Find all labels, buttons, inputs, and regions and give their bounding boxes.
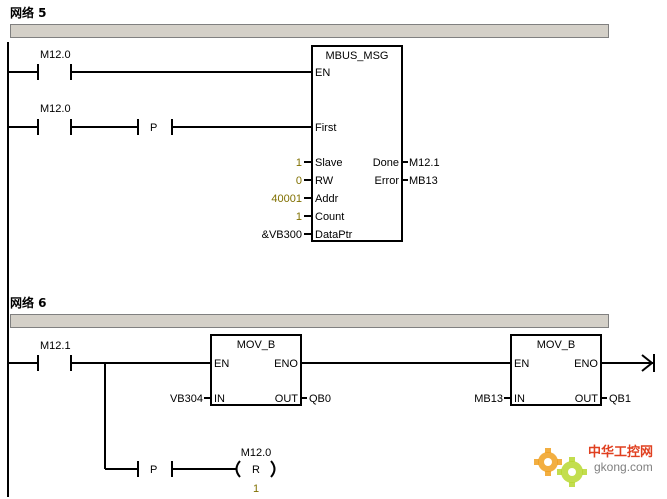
edge-label: P: [150, 122, 157, 134]
network-6-title: 网络 6: [10, 296, 47, 310]
pin-error: Error: [375, 175, 400, 187]
pin-out: OUT: [575, 393, 599, 405]
pin-addr: Addr: [315, 193, 339, 205]
network-6-comment-bar[interactable]: [10, 314, 609, 328]
slave-value[interactable]: 1: [296, 157, 302, 169]
contact-label: M12.0: [40, 49, 71, 61]
network-5-title: 网络 5: [10, 6, 47, 20]
pin-rw: RW: [315, 175, 334, 187]
gear-icon: [534, 448, 562, 476]
network-5-comment-bar[interactable]: [10, 24, 609, 38]
done-output[interactable]: M12.1: [409, 157, 440, 169]
pin-in: IN: [214, 393, 225, 405]
pin-dataptr: DataPtr: [315, 229, 353, 241]
rw-value[interactable]: 0: [296, 175, 302, 187]
mov-b-block-1[interactable]: MOV_B EN ENO IN OUT: [210, 334, 302, 406]
mbus-inputs: 1 0 40001 1 &VB300: [262, 157, 312, 241]
edge-label: P: [150, 464, 157, 476]
mbus-msg-block[interactable]: MBUS_MSG EN First Slave RW Addr Count Da…: [311, 45, 403, 242]
contact-label: M12.0: [40, 103, 71, 115]
coil-operand: M12.0: [241, 447, 272, 459]
mov1-out-value[interactable]: QB0: [309, 393, 331, 405]
pin-count: Count: [315, 211, 344, 223]
error-output[interactable]: MB13: [409, 175, 438, 187]
contact-m12-0-rung2[interactable]: M12.0: [8, 103, 138, 135]
gkong-watermark-logo: 中华工控网 gkong.com: [530, 438, 665, 494]
positive-edge-detector-5[interactable]: P: [137, 119, 312, 135]
block-name: MOV_B: [237, 339, 276, 351]
brand-name: 中华工控网: [588, 444, 653, 459]
pin-first: First: [315, 122, 336, 134]
coil-count: 1: [253, 483, 259, 495]
contact-m12-0-rung1[interactable]: M12.0: [8, 49, 312, 80]
pin-done: Done: [373, 157, 399, 169]
brand-url: gkong.com: [594, 460, 653, 474]
pin-eno: ENO: [574, 358, 598, 370]
block-name: MBUS_MSG: [326, 50, 389, 62]
pin-en: EN: [214, 358, 229, 370]
contact-label: M12.1: [40, 340, 71, 352]
pin-eno: ENO: [274, 358, 298, 370]
mov-b-block-2[interactable]: MOV_B EN ENO IN OUT: [510, 334, 602, 406]
coil-type: R: [252, 464, 260, 476]
count-value[interactable]: 1: [296, 211, 302, 223]
mov2-out-value[interactable]: QB1: [609, 393, 631, 405]
pin-en: EN: [514, 358, 529, 370]
contact-m12-1[interactable]: M12.1: [8, 340, 211, 371]
mov2-in-value[interactable]: MB13: [474, 393, 503, 405]
pin-slave: Slave: [315, 157, 343, 169]
rung-end-arrow: [601, 354, 655, 372]
mbus-outputs: M12.1 MB13: [402, 157, 440, 187]
positive-edge-detector-6[interactable]: P: [137, 461, 236, 477]
dataptr-value[interactable]: &VB300: [262, 229, 302, 241]
pin-out: OUT: [275, 393, 299, 405]
gear-icon: [557, 457, 587, 487]
pin-en: EN: [315, 67, 330, 79]
mov1-in-value[interactable]: VB304: [170, 393, 203, 405]
pin-in: IN: [514, 393, 525, 405]
addr-value[interactable]: 40001: [271, 193, 302, 205]
block-name: MOV_B: [537, 339, 576, 351]
reset-coil[interactable]: R M12.0 1: [235, 447, 276, 495]
